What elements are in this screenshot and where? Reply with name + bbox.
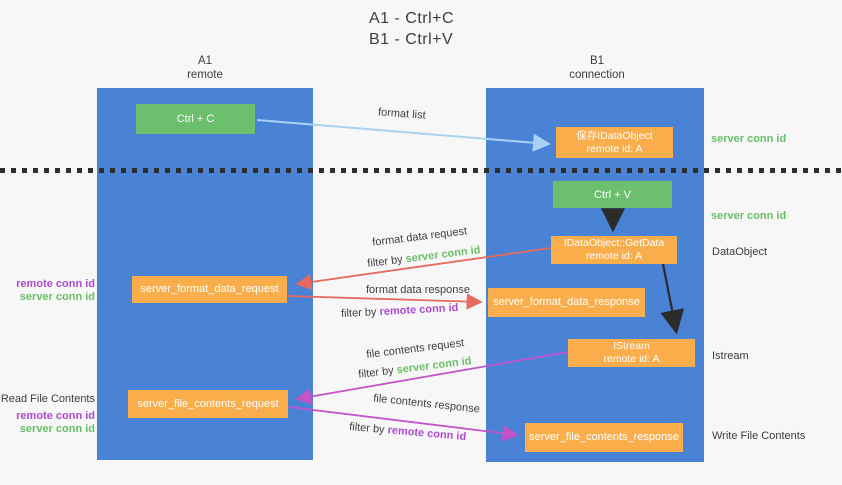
node-ctrl-c-label: Ctrl + C (176, 113, 215, 125)
node-format-response-label: server_format_data_response (493, 296, 640, 308)
node-save-idataobject-line1: 保存IDataObject (576, 129, 653, 142)
label-dataobject: DataObject (712, 246, 768, 258)
label-read-file-contents: Read File Contents (0, 393, 95, 405)
column-a1-id: A1 (197, 55, 213, 67)
label-server-conn-id-left-2: server conn id (19, 423, 95, 435)
label-format-data-response: format data response (366, 284, 470, 296)
divider-dotted-line (0, 168, 842, 173)
node-server-file-contents-response: server_file_contents_response (525, 423, 683, 452)
filter-by-text: filter by (348, 420, 386, 436)
node-server-format-data-request: server_format_data_request (132, 276, 287, 303)
label-remote-conn-id-left-1: remote conn id (16, 278, 95, 290)
arrow-format-data-response (287, 293, 483, 310)
node-istream-line1: IStream (613, 340, 650, 352)
node-ctrl-v: Ctrl + V (553, 181, 672, 208)
node-ctrl-c: Ctrl + C (136, 104, 255, 134)
label-group-format-conn-ids: remote conn id server conn id (0, 278, 95, 304)
node-istream: IStream remote id: A (568, 339, 695, 367)
label-format-data-request: format data request (371, 225, 468, 249)
label-file-contents-response: file contents response (372, 392, 481, 416)
column-header-a1: A1 remote (165, 54, 245, 82)
filter-by-text: filter by (340, 306, 377, 321)
node-ctrl-v-label: Ctrl + V (594, 188, 631, 201)
node-getdata-line1: IDataObject::GetData (563, 237, 665, 249)
label-group-file-conn-ids: remote conn id server conn id (0, 410, 95, 436)
filter-by-text: filter by (366, 253, 404, 270)
server-conn-id-text: server conn id (395, 355, 473, 377)
label-filter-by-remote-conn-id-1: filter by remote conn id (341, 302, 459, 320)
column-b1-role: connection (569, 69, 625, 81)
title-line-2: B1 - Ctrl+V (369, 31, 454, 48)
label-server-conn-id-top-right: server conn id (711, 133, 787, 145)
column-a1-role: remote (187, 69, 223, 81)
node-file-response-label: server_file_contents_response (529, 431, 679, 443)
node-format-request-label: server_format_data_request (140, 283, 279, 295)
node-getdata-line2: remote id: A (585, 250, 643, 262)
node-file-request-label: server_file_contents_request (137, 397, 279, 410)
title-line-1: A1 - Ctrl+C (369, 10, 455, 27)
remote-conn-id-text: remote conn id (379, 301, 459, 319)
label-write-file-contents: Write File Contents (712, 430, 806, 442)
label-istream: Istream (712, 350, 749, 362)
server-conn-id-text: server conn id (404, 244, 482, 266)
label-filter-by-remote-conn-id-2: filter by remote conn id (349, 421, 467, 443)
label-remote-conn-id-left-2: remote conn id (16, 410, 95, 422)
label-filter-by-server-conn-id-1: filter by server conn id (367, 244, 481, 270)
node-save-idataobject-line2: remote id: A (586, 142, 643, 155)
node-server-format-data-response: server_format_data_response (488, 288, 645, 317)
filter-by-text: filter by (357, 364, 395, 381)
diagram-title: A1 - Ctrl+C B1 - Ctrl+V (369, 8, 454, 50)
node-server-file-contents-request: server_file_contents_request (128, 390, 288, 418)
node-save-idataobject: 保存IDataObject remote id: A (556, 127, 673, 158)
node-idataobject-getdata: IDataObject::GetData remote id: A (551, 236, 677, 264)
label-server-conn-id-mid-right: server conn id (711, 210, 787, 222)
column-header-b1: B1 connection (547, 54, 647, 82)
remote-conn-id-text: remote conn id (387, 424, 467, 444)
node-istream-line2: remote id: A (603, 353, 660, 365)
label-format-list: format list (377, 106, 427, 122)
label-server-conn-id-left-1: server conn id (19, 291, 95, 303)
column-b1-id: B1 (589, 55, 605, 67)
